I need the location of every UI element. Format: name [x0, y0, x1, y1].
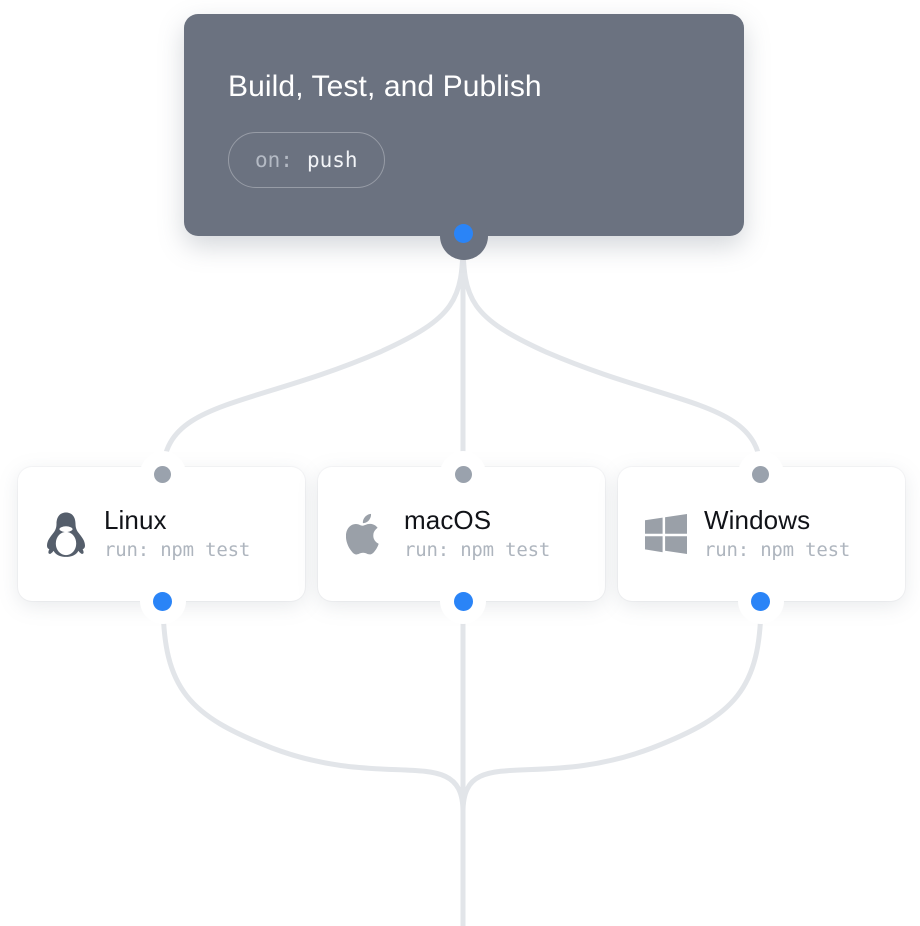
- edge-trigger-to-windows: [460, 237, 764, 477]
- job-output-port-windows[interactable]: [751, 592, 770, 611]
- job-output-port-macos[interactable]: [454, 592, 473, 611]
- job-title-macos: macOS: [404, 504, 492, 535]
- job-input-port-windows[interactable]: [752, 466, 769, 483]
- trigger-node[interactable]: Build, Test, and Publish on: push: [184, 14, 744, 236]
- page-title: Build, Test, and Publish: [228, 70, 542, 103]
- edge-trigger-to-linux: [160, 237, 466, 477]
- trigger-badge-value: push: [306, 148, 358, 172]
- job-title-linux: Linux: [104, 504, 167, 535]
- job-input-port-macos[interactable]: [455, 466, 472, 483]
- edge-windows-to-join: [460, 598, 764, 815]
- edge-linux-to-join: [160, 598, 466, 815]
- job-run-linux: run: npm test: [104, 538, 251, 561]
- job-input-port-linux[interactable]: [154, 466, 171, 483]
- job-title-windows: Windows: [704, 504, 811, 535]
- job-run-windows: run: npm test: [704, 538, 851, 561]
- job-output-port-linux[interactable]: [153, 592, 172, 611]
- trigger-event-badge[interactable]: on: push: [228, 132, 385, 188]
- job-run-macos: run: npm test: [404, 538, 551, 561]
- windows-icon: [644, 511, 688, 557]
- trigger-output-port[interactable]: [454, 224, 473, 243]
- apple-icon: [344, 511, 388, 557]
- trigger-badge-key: on:: [255, 148, 293, 172]
- linux-penguin-icon: [44, 511, 88, 557]
